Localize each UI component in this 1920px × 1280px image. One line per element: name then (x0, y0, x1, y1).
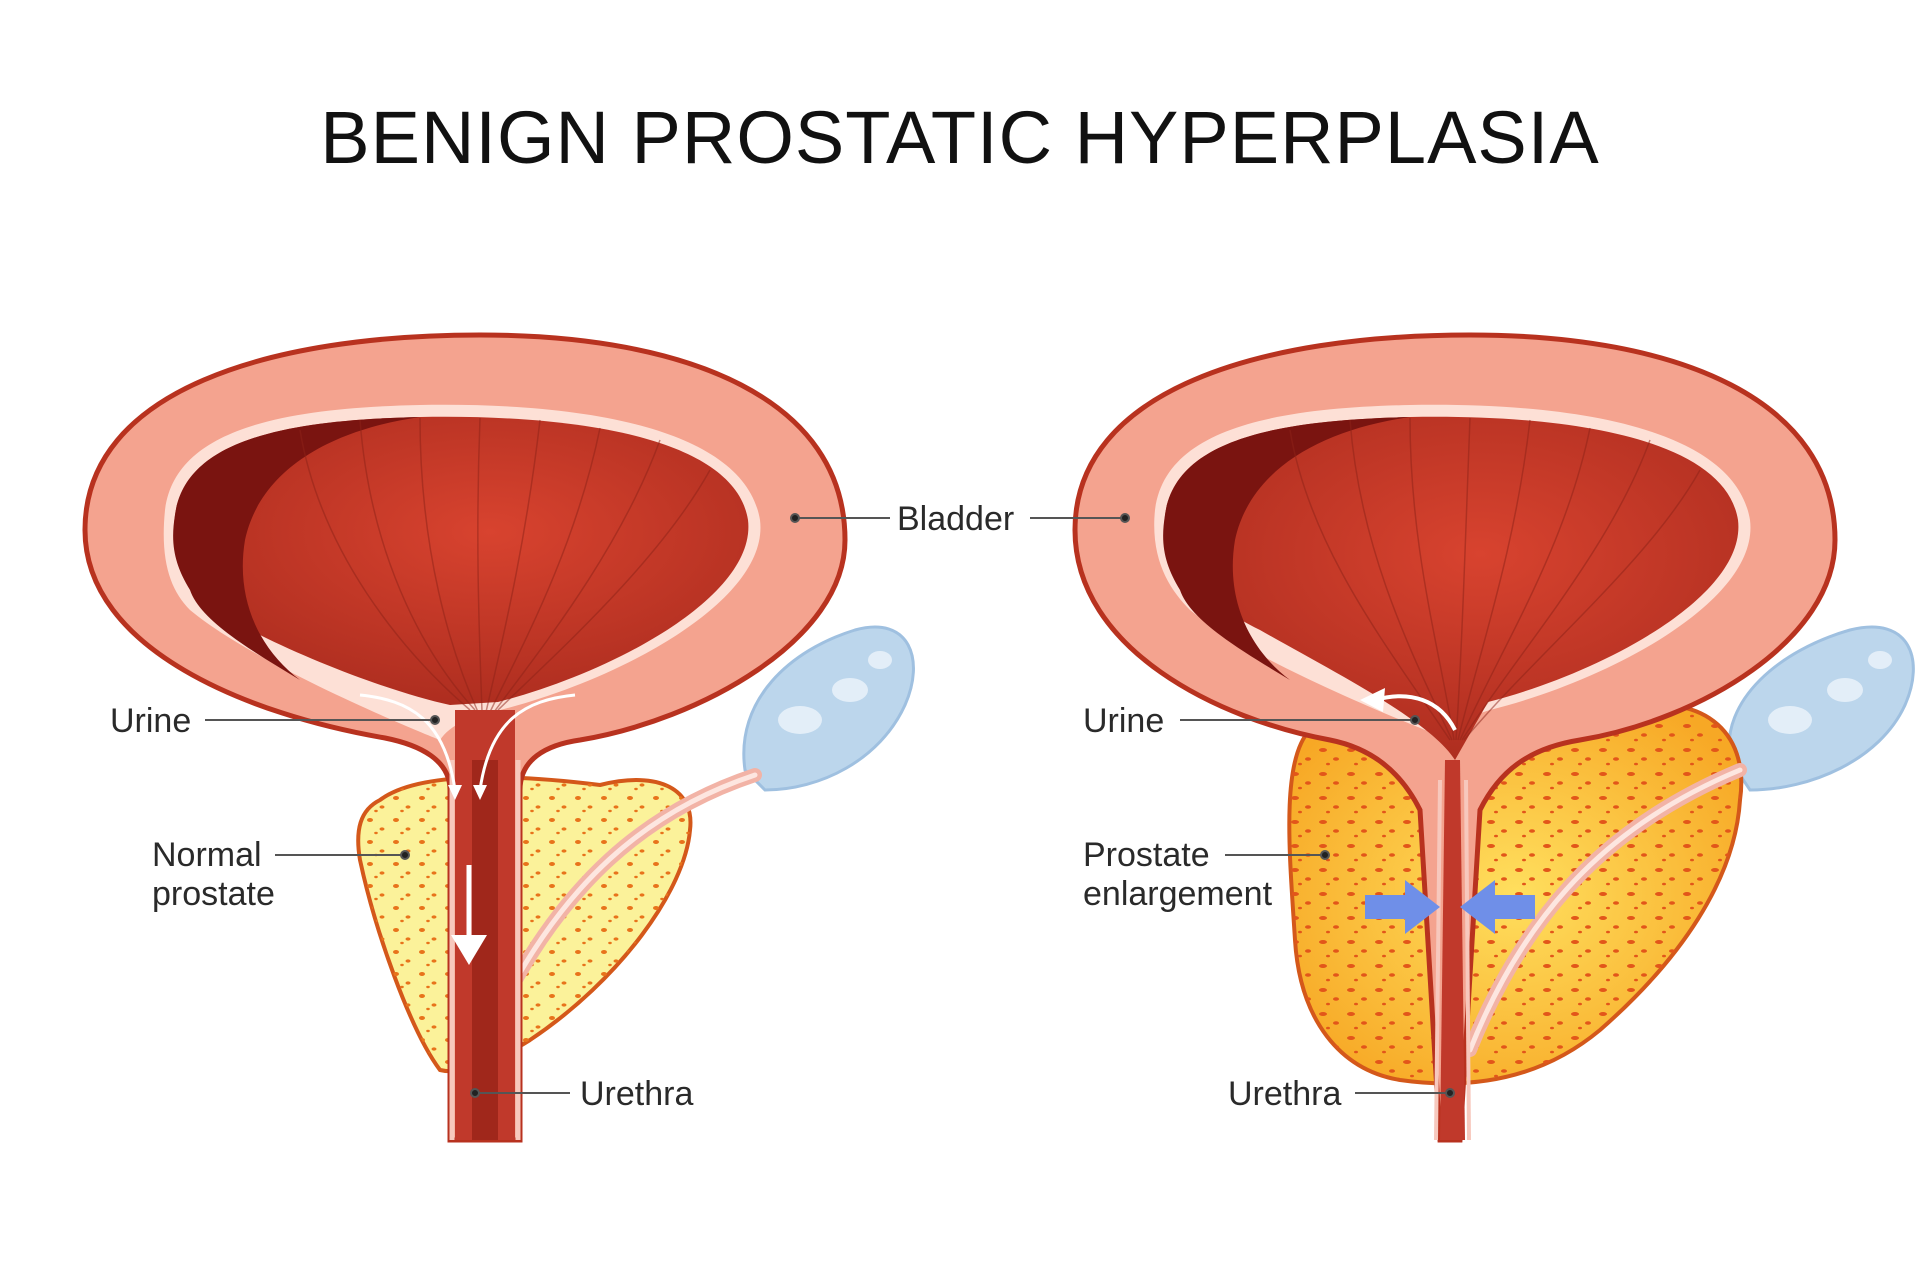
normal-prostate (356, 775, 693, 1074)
arrowhead-left-a (448, 785, 462, 800)
arrowhead-left-b (473, 785, 487, 800)
reflux-arrow (1374, 694, 1457, 731)
bladder-right (1072, 332, 1838, 1143)
seminal-vesicle-right (1727, 625, 1915, 792)
label-enlargement-line2: enlargement (1083, 875, 1273, 913)
label-enlargement-line1: Prostate (1083, 836, 1210, 874)
reflux-arrowhead (1360, 688, 1385, 712)
label-urethra-right: Urethra (1228, 1075, 1341, 1113)
compression-arrows (1365, 880, 1535, 934)
enlarged-anatomy (1072, 332, 1915, 1143)
label-urine-right: Urine (1083, 702, 1164, 740)
bladder-left (82, 332, 848, 1143)
normal-anatomy (82, 332, 915, 1143)
seminal-vesicle-left (742, 625, 915, 792)
label-normal-prostate-line2: prostate (152, 875, 275, 913)
arrowhead-down-left (451, 935, 487, 965)
label-urethra-left: Urethra (580, 1075, 693, 1113)
leader-lines (205, 513, 1455, 1098)
enlarged-prostate (1287, 702, 1744, 1086)
diagram-title: BENIGN PROSTATIC HYPERPLASIA (320, 96, 1600, 179)
label-normal-prostate-line1: Normal (152, 836, 262, 874)
label-bladder: Bladder (897, 500, 1014, 538)
label-urine-left: Urine (110, 702, 191, 740)
